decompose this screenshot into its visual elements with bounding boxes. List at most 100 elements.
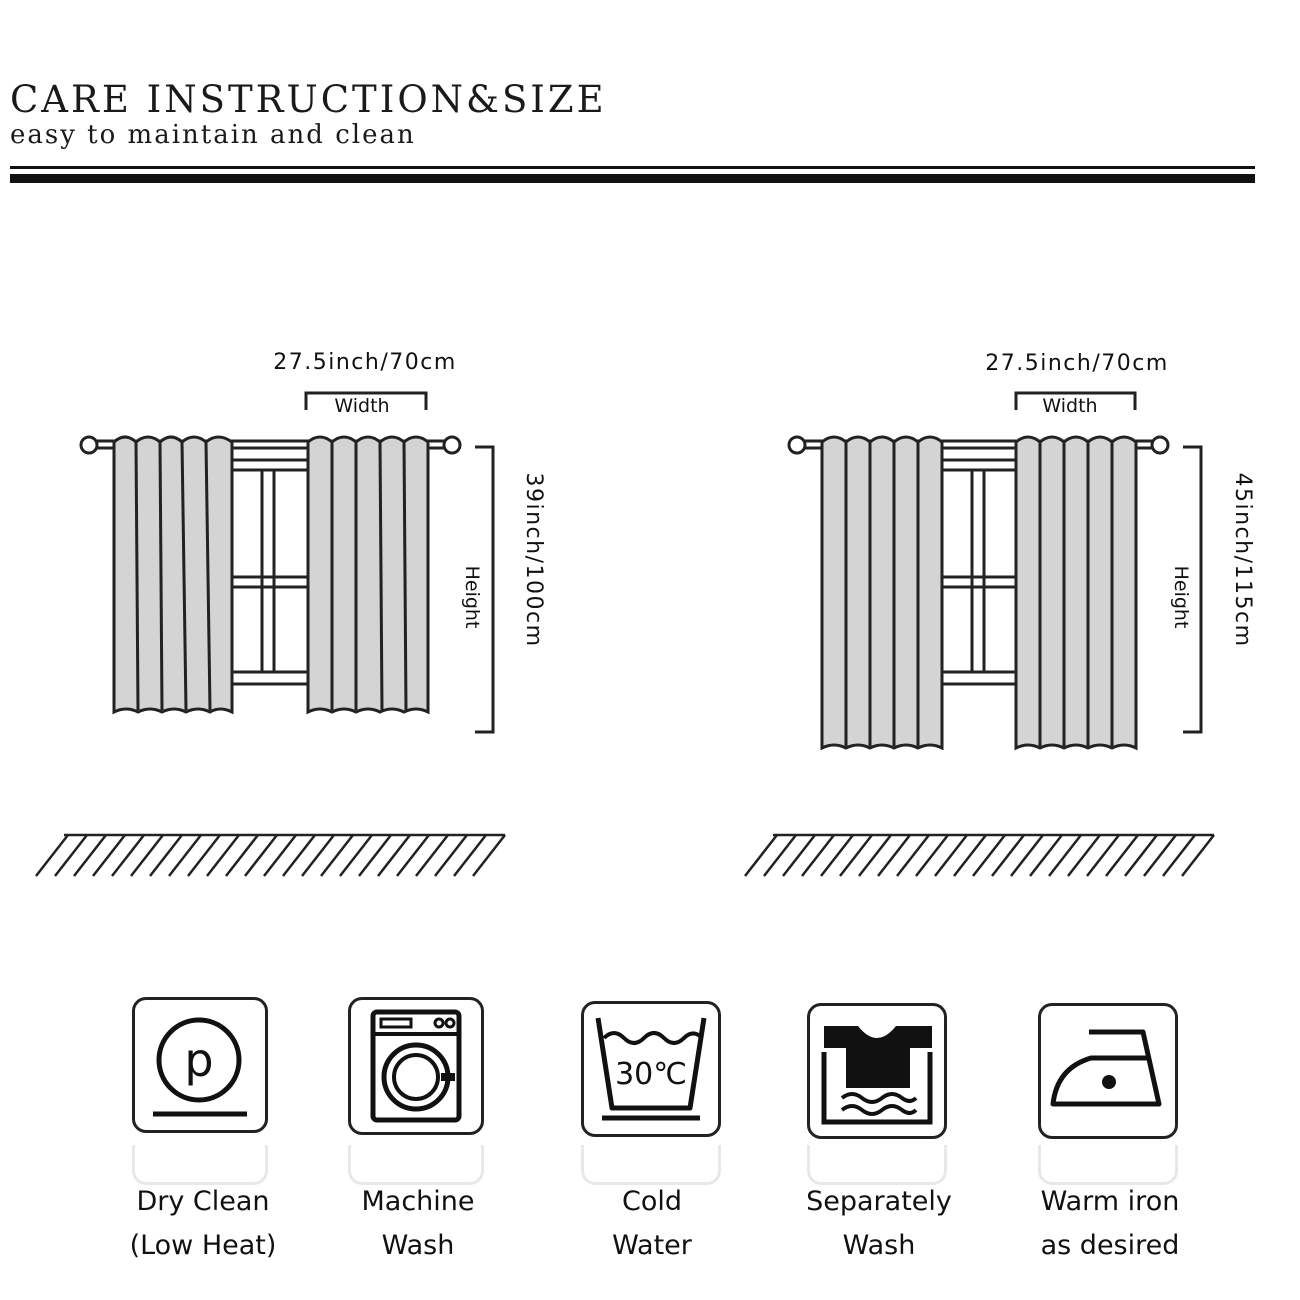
width-value-right: 27.5inch/70cm bbox=[985, 351, 1169, 376]
cold-water-basin-icon: 30℃ bbox=[595, 1017, 707, 1121]
floor-hatch-stroke bbox=[358, 834, 392, 877]
care-icon-reflection bbox=[1038, 1145, 1178, 1185]
floor-hatch-stroke bbox=[415, 834, 449, 877]
floor-hatch-stroke bbox=[1029, 834, 1063, 877]
floor-hatch-stroke bbox=[915, 834, 949, 877]
wash-temperature: 30℃ bbox=[615, 1057, 687, 1092]
care-label-line1: Machine bbox=[361, 1186, 475, 1217]
floor-hatch-left bbox=[35, 833, 506, 877]
floor-hatch-stroke bbox=[149, 834, 183, 877]
care-label-line1: Dry Clean bbox=[136, 1186, 270, 1217]
floor-hatch-stroke bbox=[187, 834, 221, 877]
height-bracket-right bbox=[1183, 445, 1203, 734]
curtain-panel-right-2 bbox=[1014, 435, 1138, 751]
page-title: CARE INSTRUCTION&SIZE bbox=[10, 78, 607, 121]
floor-hatch-stroke bbox=[168, 834, 202, 877]
floor-hatch-stroke bbox=[991, 834, 1025, 877]
floor-hatch-stroke bbox=[1010, 834, 1044, 877]
floor-hatch-stroke bbox=[35, 834, 69, 877]
floor-hatch-stroke bbox=[111, 834, 145, 877]
width-bracket-left bbox=[304, 391, 428, 410]
care-icon-reflection bbox=[132, 1145, 268, 1185]
floor-hatch-stroke bbox=[877, 834, 911, 877]
floor-hatch-stroke bbox=[73, 834, 107, 877]
floor-hatch-stroke bbox=[377, 834, 411, 877]
floor-hatch-stroke bbox=[953, 834, 987, 877]
care-label: Cold Water bbox=[537, 1180, 767, 1268]
svg-text:p: p bbox=[184, 1033, 213, 1087]
care-icon-box bbox=[1038, 1003, 1178, 1139]
floor-hatch-stroke bbox=[1067, 834, 1101, 877]
floor-hatch-stroke bbox=[763, 834, 797, 877]
height-value-right: 45inch/115cm bbox=[1230, 472, 1255, 647]
care-icon-reflection bbox=[807, 1145, 947, 1185]
care-label: Warm iron as desired bbox=[995, 1180, 1225, 1268]
height-label-right: Height bbox=[1170, 566, 1192, 629]
width-bracket-right bbox=[1014, 391, 1137, 410]
floor-hatch-stroke bbox=[396, 834, 430, 877]
floor-hatch-stroke bbox=[820, 834, 854, 877]
care-instructions: p Dry Clean (Low Heat) Machine bbox=[0, 995, 1300, 1295]
floor-hatch-stroke bbox=[1162, 834, 1196, 877]
floor-hatch-stroke bbox=[1105, 834, 1139, 877]
floor-hatch-stroke bbox=[801, 834, 835, 877]
care-icon-box bbox=[807, 1003, 947, 1139]
care-label: Dry Clean (Low Heat) bbox=[88, 1180, 318, 1268]
care-label-line2: Water bbox=[612, 1230, 692, 1261]
curtain-panel-left-1 bbox=[112, 435, 234, 715]
floor-hatch-stroke bbox=[1181, 834, 1215, 877]
floor-hatch-stroke bbox=[206, 834, 240, 877]
window-frame-left bbox=[225, 458, 315, 686]
floor-hatch-stroke bbox=[320, 834, 354, 877]
care-label: Machine Wash bbox=[303, 1180, 533, 1268]
curtain-size-diagrams: Width 27.5inch/70cm Height 39inch/100cm bbox=[35, 350, 1255, 877]
floor-hatch-stroke bbox=[1143, 834, 1177, 877]
washing-machine-icon bbox=[370, 1009, 462, 1123]
care-icon-reflection bbox=[348, 1145, 484, 1185]
floor-hatch-stroke bbox=[782, 834, 816, 877]
page-subtitle: easy to maintain and clean bbox=[10, 120, 416, 150]
floor-hatch-stroke bbox=[244, 834, 278, 877]
floor-hatch-stroke bbox=[282, 834, 316, 877]
iron-icon bbox=[1050, 1029, 1162, 1107]
care-label-line1: Cold bbox=[621, 1186, 682, 1217]
floor-hatch-stroke bbox=[54, 834, 88, 877]
care-icon-box bbox=[348, 997, 484, 1135]
care-label-line1: Warm iron bbox=[1040, 1186, 1180, 1217]
care-icon-box: 30℃ bbox=[581, 1001, 721, 1137]
floor-hatch-right bbox=[744, 833, 1215, 877]
care-icon-reflection bbox=[581, 1145, 721, 1185]
floor-hatch-stroke bbox=[339, 834, 373, 877]
separate-wash-icon bbox=[821, 1026, 933, 1125]
floor-hatch-stroke bbox=[434, 834, 468, 877]
care-icon-box: p bbox=[132, 997, 268, 1133]
dry-clean-icon: p bbox=[153, 1017, 247, 1117]
floor-hatch-stroke bbox=[1124, 834, 1158, 877]
care-label-line2: as desired bbox=[1040, 1230, 1180, 1261]
curtain-panel-right-1 bbox=[820, 435, 944, 751]
care-label-line2: Wash bbox=[381, 1230, 455, 1261]
floor-hatch-stroke bbox=[92, 834, 126, 877]
window-frame-right bbox=[935, 458, 1022, 686]
care-label: Separately Wash bbox=[764, 1180, 994, 1268]
width-label-left: Width bbox=[334, 395, 389, 417]
floor-hatch-stroke bbox=[744, 834, 778, 877]
height-label-left: Height bbox=[461, 566, 483, 629]
curtain-panel-left-2 bbox=[306, 435, 430, 715]
floor-hatch-stroke bbox=[130, 834, 164, 877]
floor-hatch-stroke bbox=[934, 834, 968, 877]
care-label-line2: (Low Heat) bbox=[129, 1230, 277, 1261]
floor-hatch-stroke bbox=[896, 834, 930, 877]
floor-hatch-stroke bbox=[839, 834, 873, 877]
width-label-right: Width bbox=[1042, 395, 1097, 417]
floor-hatch-stroke bbox=[301, 834, 335, 877]
floor-hatch-stroke bbox=[225, 834, 259, 877]
curtain-diagram-left: Width 27.5inch/70cm Height 39inch/100cm bbox=[35, 350, 546, 877]
floor-hatch-stroke bbox=[972, 834, 1006, 877]
floor-hatch-stroke bbox=[472, 834, 506, 877]
floor-hatch-stroke bbox=[858, 834, 892, 877]
width-value-left: 27.5inch/70cm bbox=[273, 350, 457, 375]
floor-hatch-stroke bbox=[453, 834, 487, 877]
height-bracket-left bbox=[475, 445, 495, 734]
header-rule-thin bbox=[10, 166, 1255, 169]
